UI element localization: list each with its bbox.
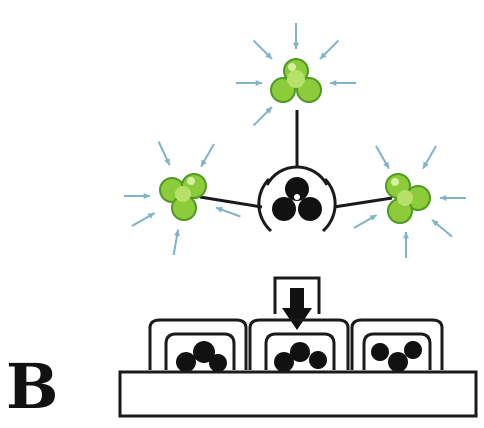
green-cluster-left <box>159 173 207 221</box>
incoming-arrows-left <box>124 141 241 256</box>
panel-label: B <box>6 350 59 423</box>
incoming-arrowhead-right-2 <box>423 161 429 169</box>
bracket-top <box>265 165 329 186</box>
incoming-arrowhead-right-1 <box>383 161 389 169</box>
compartment-blobs-2 <box>274 342 327 372</box>
compartment-blobs-1 <box>176 341 227 372</box>
incoming-arrowhead-top-1 <box>293 42 299 49</box>
compartment-blobs-3 <box>371 341 422 372</box>
incoming-arrowhead-top-3 <box>330 80 337 86</box>
incoming-arrowhead-left-3 <box>143 193 150 199</box>
bracket-right <box>321 177 337 233</box>
incoming-arrowhead-left-2 <box>164 158 170 166</box>
thick-down-arrow <box>273 276 321 330</box>
stem-left <box>199 195 263 209</box>
incoming-arrowhead-top-5 <box>265 52 272 59</box>
incoming-arrowhead-left-4 <box>147 213 155 219</box>
incoming-arrowhead-top-2 <box>320 52 327 59</box>
bracket-left <box>257 177 273 233</box>
incoming-arrows-top <box>236 23 356 127</box>
green-cluster-top <box>270 58 322 103</box>
incoming-arrowhead-right-3 <box>440 195 447 201</box>
base-compartments <box>148 318 444 370</box>
central-dark-cluster <box>257 165 337 233</box>
incoming-arrowhead-left-6 <box>215 206 223 213</box>
incoming-arrowhead-left-5 <box>174 229 180 237</box>
base-plate <box>118 370 478 418</box>
incoming-arrowhead-top-6 <box>265 107 272 114</box>
incoming-arrowhead-right-5 <box>403 232 409 239</box>
stem-right <box>333 196 393 209</box>
green-cluster-right <box>385 173 431 224</box>
incoming-arrowhead-left-1 <box>201 159 207 167</box>
incoming-arrowhead-top-4 <box>255 80 262 86</box>
incoming-arrowhead-right-6 <box>369 215 377 221</box>
incoming-arrowhead-right-4 <box>432 219 439 227</box>
incoming-arrows-right <box>353 145 466 258</box>
